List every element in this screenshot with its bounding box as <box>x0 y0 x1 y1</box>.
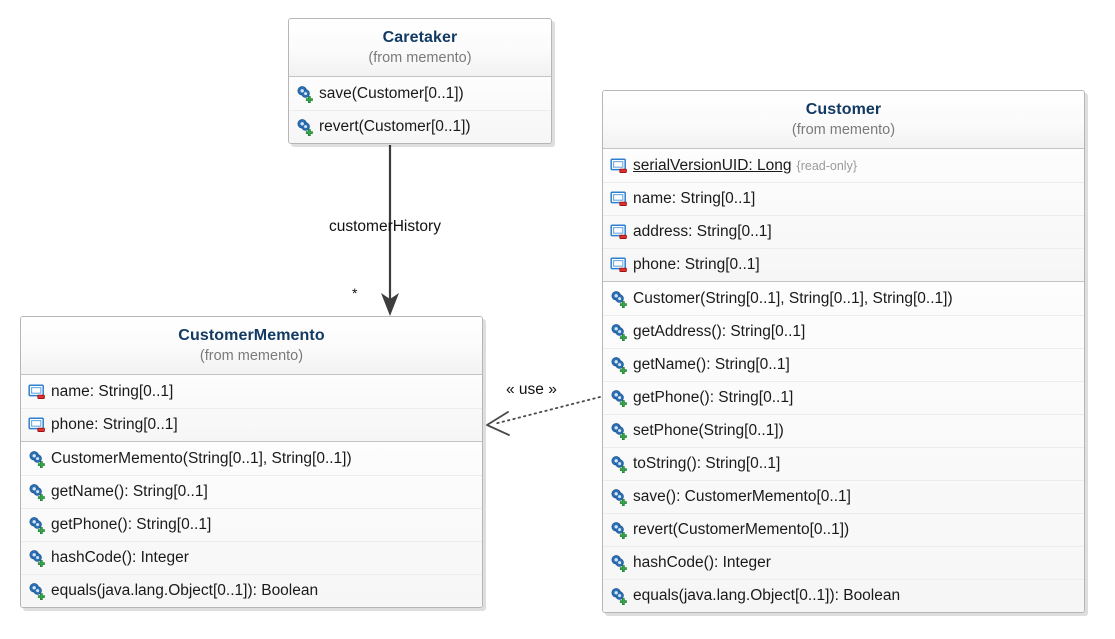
operation-icon <box>610 554 628 572</box>
operation-row[interactable]: getAddress(): String[0..1] <box>603 315 1084 348</box>
operation-text: equals(java.lang.Object[0..1]): Boolean <box>51 582 319 599</box>
attribute-note: {read-only} <box>796 158 857 173</box>
operation-row[interactable]: hashCode(): Integer <box>21 541 482 574</box>
operation-icon <box>28 450 46 468</box>
dependency-stereotype: « use » <box>506 381 557 398</box>
dependency-arrowhead <box>486 411 510 436</box>
attribute-row[interactable]: name: String[0..1] <box>603 182 1084 215</box>
operation-icon <box>610 422 628 440</box>
attribute-row[interactable]: phone: String[0..1] <box>21 408 482 441</box>
operation-text: getName(): String[0..1] <box>633 356 790 373</box>
class-package: (from memento) <box>791 122 896 138</box>
operation-text: revert(Customer[0..1]) <box>319 118 471 135</box>
class-title: CustomerMemento <box>178 327 325 344</box>
operation-row[interactable]: toString(): String[0..1] <box>603 447 1084 480</box>
class-header-customer: Customer (from memento) <box>603 91 1084 149</box>
operation-text: getPhone(): String[0..1] <box>633 389 794 406</box>
class-header-caretaker: Caretaker (from memento) <box>289 19 551 77</box>
attribute-text: phone: String[0..1] <box>51 416 178 433</box>
operation-icon <box>610 389 628 407</box>
operation-row[interactable]: save(): CustomerMemento[0..1] <box>603 480 1084 513</box>
operation-text: getPhone(): String[0..1] <box>51 516 212 533</box>
operation-icon <box>610 488 628 506</box>
operation-row[interactable]: CustomerMemento(String[0..1], String[0..… <box>21 442 482 475</box>
operation-text: equals(java.lang.Object[0..1]): Boolean <box>633 587 901 604</box>
operation-text: toString(): String[0..1] <box>633 455 781 472</box>
association-multiplicity: * <box>352 285 358 301</box>
attribute-icon <box>610 223 628 241</box>
operation-icon <box>28 516 46 534</box>
operation-text: hashCode(): Integer <box>51 549 189 566</box>
class-box-customer[interactable]: Customer (from memento) serialVersionUID… <box>602 90 1085 613</box>
operation-icon <box>28 483 46 501</box>
operation-row[interactable]: getName(): String[0..1] <box>603 348 1084 381</box>
operation-row[interactable]: revert(Customer[0..1]) <box>289 110 551 143</box>
operation-text: hashCode(): Integer <box>633 554 771 571</box>
attribute-text: serialVersionUID: Long <box>633 156 792 174</box>
association-arrowhead <box>381 293 399 316</box>
attribute-icon <box>610 256 628 274</box>
class-title: Customer <box>805 101 882 118</box>
class-package: (from memento) <box>199 348 304 364</box>
operation-icon <box>28 582 46 600</box>
operation-row[interactable]: hashCode(): Integer <box>603 546 1084 579</box>
attribute-text: phone: String[0..1] <box>633 256 760 273</box>
operation-icon <box>296 85 314 103</box>
association-label: customerHistory <box>329 218 441 235</box>
attribute-icon <box>610 190 628 208</box>
attribute-text: name: String[0..1] <box>633 190 756 207</box>
attribute-icon <box>28 383 46 401</box>
attribute-row[interactable]: phone: String[0..1] <box>603 248 1084 281</box>
operation-text: getAddress(): String[0..1] <box>633 323 806 340</box>
operation-row[interactable]: getName(): String[0..1] <box>21 475 482 508</box>
operations-compartment: save(Customer[0..1]) revert(Customer[0..… <box>289 77 551 143</box>
operation-row[interactable]: equals(java.lang.Object[0..1]): Boolean <box>603 579 1084 612</box>
operations-compartment: CustomerMemento(String[0..1], String[0..… <box>21 441 482 607</box>
attribute-row[interactable]: serialVersionUID: Long {read-only} <box>603 149 1084 182</box>
operations-compartment: Customer(String[0..1], String[0..1], Str… <box>603 281 1084 612</box>
operation-text: save(): CustomerMemento[0..1] <box>633 488 851 505</box>
class-box-caretaker[interactable]: Caretaker (from memento) save(Cust <box>288 18 552 144</box>
attribute-icon <box>610 157 628 175</box>
operation-row[interactable]: setPhone(String[0..1]) <box>603 414 1084 447</box>
operation-row[interactable]: getPhone(): String[0..1] <box>21 508 482 541</box>
attribute-row[interactable]: name: String[0..1] <box>21 375 482 408</box>
operation-row[interactable]: equals(java.lang.Object[0..1]): Boolean <box>21 574 482 607</box>
operation-row[interactable]: getPhone(): String[0..1] <box>603 381 1084 414</box>
operation-icon <box>610 323 628 341</box>
operation-icon <box>610 587 628 605</box>
class-package: (from memento) <box>368 50 472 66</box>
attribute-text: address: String[0..1] <box>633 223 772 240</box>
operation-row[interactable]: save(Customer[0..1]) <box>289 77 551 110</box>
operation-icon <box>296 118 314 136</box>
operation-text: CustomerMemento(String[0..1], String[0..… <box>51 449 352 467</box>
operation-icon <box>610 455 628 473</box>
attribute-icon <box>28 416 46 434</box>
operation-text: Customer(String[0..1], String[0..1], Str… <box>633 289 953 307</box>
operation-icon <box>610 521 628 539</box>
attributes-compartment: serialVersionUID: Long {read-only} name:… <box>603 149 1084 281</box>
operation-icon <box>28 549 46 567</box>
operation-text: setPhone(String[0..1]) <box>633 422 784 439</box>
operation-row[interactable]: revert(CustomerMemento[0..1]) <box>603 513 1084 546</box>
class-box-customermemento[interactable]: CustomerMemento (from memento) name: Str… <box>20 316 483 608</box>
attribute-text: name: String[0..1] <box>51 382 174 400</box>
attributes-compartment: name: String[0..1] phone: String[0..1] <box>21 375 482 441</box>
dependency-line[interactable] <box>493 396 601 425</box>
operation-icon <box>610 356 628 374</box>
operation-text: save(Customer[0..1]) <box>319 84 464 102</box>
class-title: Caretaker <box>382 29 458 46</box>
operation-text: getName(): String[0..1] <box>51 483 208 500</box>
operation-icon <box>610 290 628 308</box>
operation-text: revert(CustomerMemento[0..1]) <box>633 521 850 538</box>
class-header-customermemento: CustomerMemento (from memento) <box>21 317 482 375</box>
attribute-row[interactable]: address: String[0..1] <box>603 215 1084 248</box>
operation-row[interactable]: Customer(String[0..1], String[0..1], Str… <box>603 282 1084 315</box>
